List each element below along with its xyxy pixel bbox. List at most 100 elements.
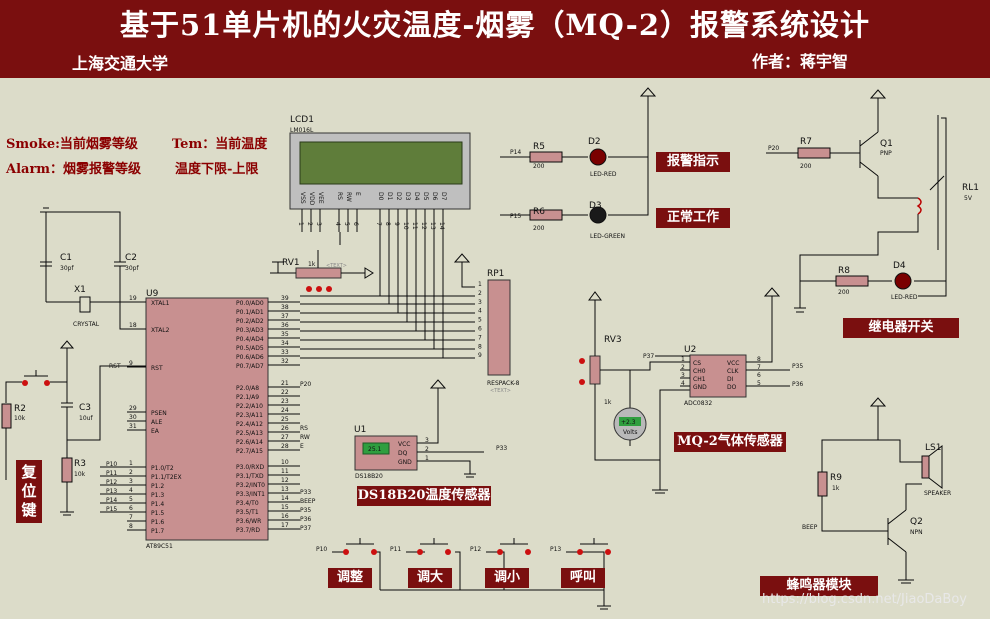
r3-ref: R3 [74, 459, 86, 469]
u2-left-pin-number: 2 [681, 364, 685, 371]
mcu-right-pin-number: 22 [281, 389, 289, 396]
button-contact[interactable] [445, 549, 451, 555]
mcu-right-pin-name: P2.3/A11 [236, 412, 263, 419]
lcd-pin-label: D7 [440, 192, 447, 201]
r3-value: 10k [74, 471, 86, 478]
author-name: 作者：蒋宇智 [752, 52, 849, 71]
mcu-right-pin-name: P2.4/A12 [236, 421, 263, 428]
r9-value: 1k [832, 485, 840, 492]
mcu-right-pin-number: 37 [281, 313, 289, 320]
mcu-right-pin-name: P0.5/AD5 [236, 345, 264, 352]
mcu-left-pin-name: PSEN [151, 410, 167, 417]
r6-value: 200 [533, 225, 545, 232]
schematic-canvas[interactable]: Smoke:当前烟雾等级 Tem：当前温度 Alarm：烟雾报警等级 温度下限-… [0, 78, 990, 619]
label-buzzer: 蜂鸣器模块 [760, 576, 878, 596]
q2-ref: Q2 [910, 517, 923, 527]
u1-reading: 25.1 [368, 446, 382, 453]
button-contact[interactable] [343, 549, 349, 555]
lcd-pin-label: D4 [413, 192, 420, 201]
mcu-left-pin-name: P1.5 [151, 510, 164, 517]
potentiometer-rv1: RV1 1k <TEXT> [270, 250, 374, 292]
mcu-right-net: P33 [300, 489, 311, 496]
lcd-pin-label: D6 [431, 192, 438, 201]
button-contact[interactable] [577, 549, 583, 555]
u1-pin-name: VCC [398, 441, 410, 448]
u2-right-pin-name: CLK [727, 368, 740, 375]
btn-label-call[interactable]: 呼叫 [561, 568, 605, 588]
u2-right-pin-name: VCC [727, 360, 739, 367]
button-contact[interactable] [497, 549, 503, 555]
c3-value: 10uf [79, 415, 93, 422]
u1-ref: U1 [354, 425, 366, 435]
rv3-ref: RV3 [604, 335, 622, 345]
mcu-right-net: RW [300, 434, 310, 441]
r2-value: 10k [14, 415, 26, 422]
lcd-data-bus [300, 218, 475, 359]
mcu-right-pin-number: 36 [281, 322, 289, 329]
lcd-pin-number: 13 [429, 222, 436, 230]
u2-right-pin-number: 6 [757, 372, 761, 379]
school-name: 上海交通大学 [72, 54, 169, 73]
mcu-right-pin-name: P2.6/A14 [236, 439, 263, 446]
rp1-text: <TEXT> [490, 388, 511, 394]
btn-label-adjust[interactable]: 调整 [328, 568, 372, 588]
lcd-model: LM016L [290, 127, 314, 134]
mcu-right-pin-number: 10 [281, 459, 289, 466]
d2-model: LED-RED [590, 171, 617, 178]
mcu-right-pin-name: P0.6/AD6 [236, 354, 264, 361]
label-ds18b20: DS18B20温度传感器 [357, 486, 491, 506]
mcu-p1-net: P10 [106, 461, 117, 468]
mcu-right-net: BEEP [300, 498, 316, 505]
rl1-ref: RL1 [962, 183, 979, 193]
page-title: 基于51单片机的火灾温度-烟雾（MQ-2）报警系统设计 [119, 8, 871, 42]
r5-ref: R5 [533, 142, 545, 152]
u2-right-pin-number: 5 [757, 380, 761, 387]
mcu-p1-net: P13 [106, 488, 117, 495]
btn-label-up[interactable]: 调大 [408, 568, 452, 588]
q2-model: NPN [910, 529, 923, 536]
mcu-p1-net: P11 [106, 470, 117, 477]
voltmeter-unit: Volts [623, 429, 637, 436]
lcd-pin-number: 14 [438, 222, 445, 230]
lcd-module: LCD1 LM016L VSS1VDD2VEE3RS4RW5E6D07D18D2… [289, 115, 471, 230]
button-contact[interactable] [605, 549, 611, 555]
lcd-pin-label: RS [336, 192, 343, 200]
mcu-right-pin-name: P3.3/INT1 [236, 491, 265, 498]
r5-net: P14 [510, 149, 521, 156]
mcu-model: AT89C51 [146, 543, 173, 550]
mcu-right-pin-name: P0.7/AD7 [236, 363, 264, 370]
mcu-right-pin-number: 38 [281, 304, 289, 311]
label-reset-key: 复位键 [16, 460, 42, 523]
u1-net: P33 [496, 445, 507, 452]
legend-smoke: Smoke:当前烟雾等级 [6, 136, 139, 152]
rp1-pin-number: 6 [478, 326, 482, 333]
u1-model: DS18B20 [355, 473, 383, 480]
lcd-pin-number: 10 [402, 222, 409, 230]
relay-circuit [766, 89, 947, 313]
rl1-value: 5V [964, 195, 973, 202]
mcu-right-net: E [300, 443, 304, 450]
mcu-right-pin-number: 15 [281, 504, 289, 511]
mcu-left-pin-number: 9 [129, 360, 133, 367]
r2-ref: R2 [14, 404, 26, 414]
button-contact[interactable] [371, 549, 377, 555]
rp1-pin-number: 8 [478, 343, 482, 350]
mcu-right-pin-number: 13 [281, 486, 289, 493]
lcd-pin-number: 11 [411, 222, 418, 230]
button-contact[interactable] [525, 549, 531, 555]
mcu-right-net: P20 [300, 381, 311, 388]
mcu-left-pin-number: 19 [129, 295, 137, 302]
button-contact[interactable] [417, 549, 423, 555]
r7-net: P20 [768, 145, 779, 152]
mcu-p1-net: P14 [106, 497, 117, 504]
d2-ref: D2 [588, 137, 601, 147]
mcu-left-pin-number: 1 [129, 460, 133, 467]
mcu-left-pin-number: 31 [129, 423, 137, 430]
ls1-ref: LS1 [925, 443, 941, 453]
btn-label-down[interactable]: 调小 [485, 568, 529, 588]
mcu-right-pin-name: P3.2/INT0 [236, 482, 265, 489]
u2-left-pin-number: 3 [681, 372, 685, 379]
mcu-right-pin-number: 32 [281, 358, 289, 365]
